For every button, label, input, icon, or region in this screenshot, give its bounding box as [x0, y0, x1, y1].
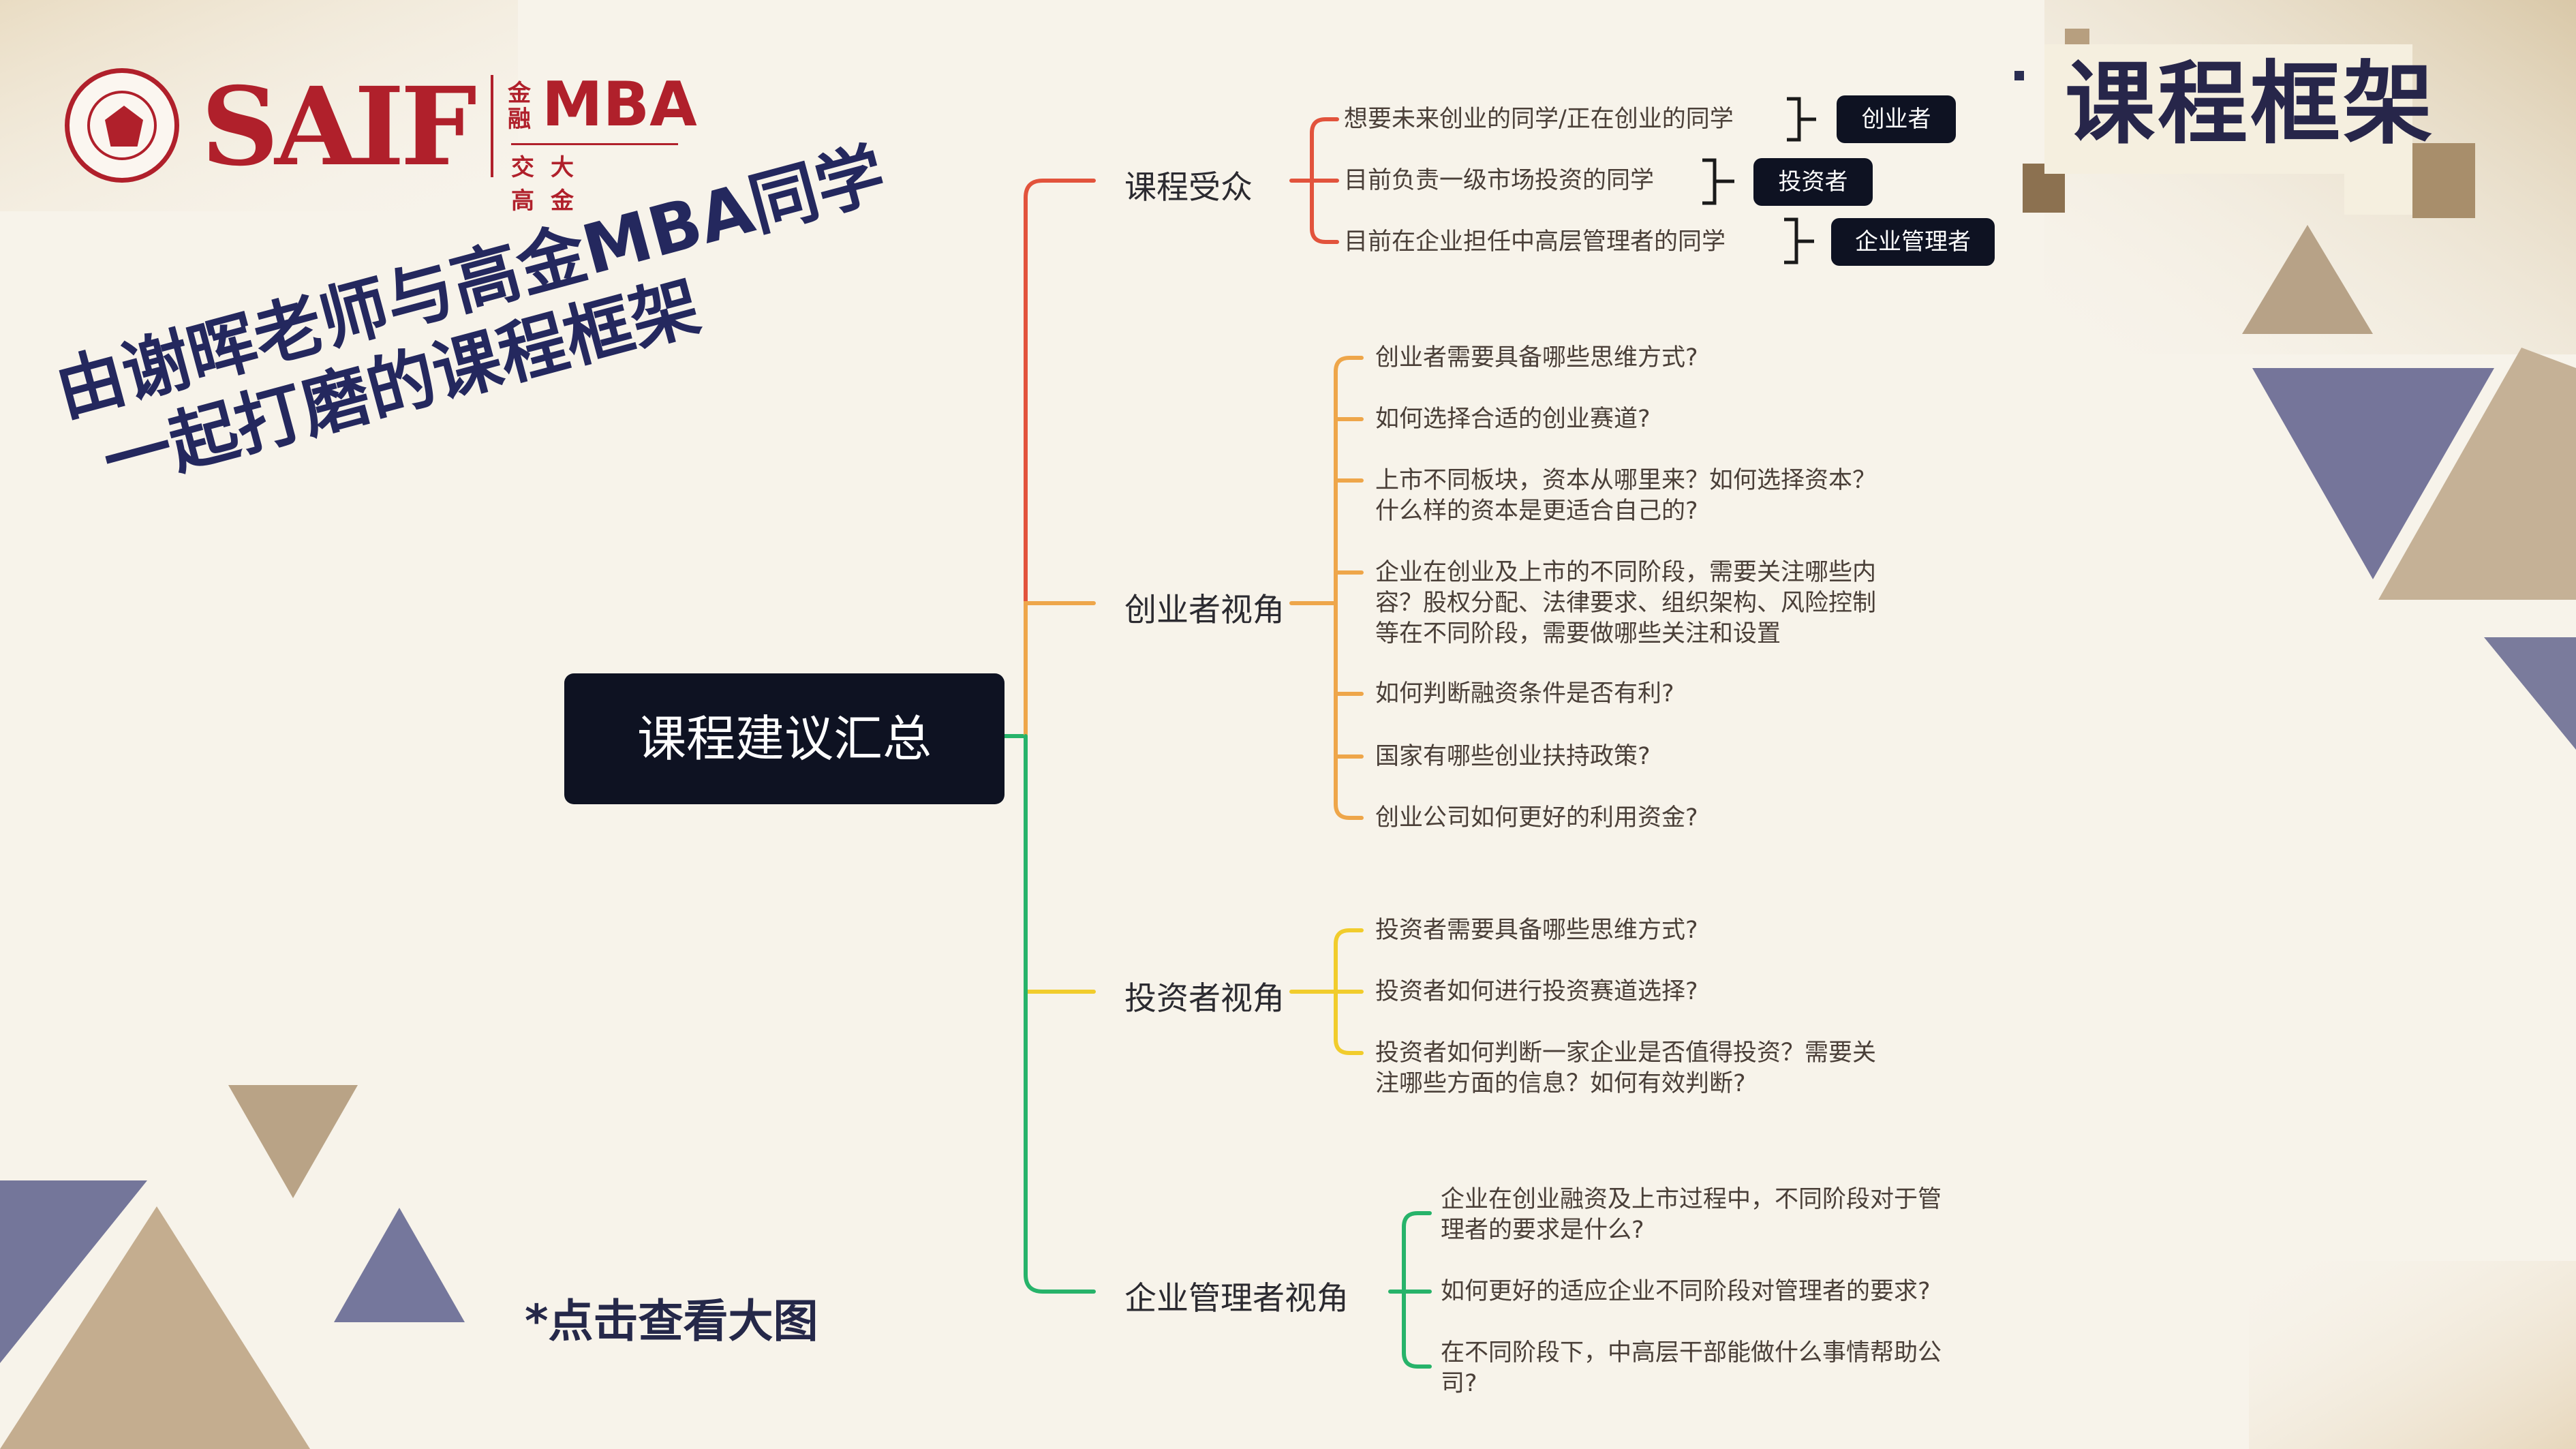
- logo-brand: SAIF: [201, 64, 477, 190]
- logo-program: MBA: [542, 69, 697, 140]
- corner-panel-bottom-right: [2249, 1261, 2576, 1449]
- triangle-tan-up: [2242, 225, 2373, 334]
- branch-audience: 课程受众: [1124, 169, 1253, 207]
- founder-item-cont: 容？股权分配、法律要求、组织架构、风险控制: [1375, 590, 1877, 617]
- branch-founder-view: 创业者视角: [1124, 592, 1285, 629]
- founder-item: 国家有哪些创业扶持政策?: [1375, 743, 1651, 770]
- founder-item: 企业在创业及上市的不同阶段，需要关注哪些内: [1375, 559, 1877, 586]
- tag-braces: [1702, 97, 1816, 264]
- investor-item-cont: 注哪些方面的信息？如何有效判断?: [1375, 1070, 1746, 1097]
- branch-investor-view: 投资者视角: [1124, 980, 1285, 1018]
- university-seal-icon: [65, 68, 179, 183]
- branch-manager-view: 企业管理者视角: [1124, 1280, 1349, 1317]
- logo-divider: [491, 75, 493, 177]
- manager-item: 如何更好的适应企业不同阶段对管理者的要求?: [1441, 1278, 1931, 1305]
- audience-item: 目前在企业担任中高层管理者的同学: [1344, 228, 1726, 256]
- manager-item: 企业在创业融资及上市过程中，不同阶段对于管: [1441, 1186, 1942, 1213]
- founder-item: 如何判断融资条件是否有利?: [1375, 680, 1674, 707]
- manager-item-cont: 司?: [1441, 1370, 1477, 1397]
- title-backdrop: [2044, 44, 2412, 174]
- triangle-tan-up: [0, 1206, 310, 1449]
- accent-square: [2344, 167, 2412, 215]
- logo-program-sub: 交大高金: [511, 154, 590, 215]
- founder-item-cont: 什么样的资本是更适合自己的?: [1375, 498, 1698, 525]
- triangle-slate-down: [2252, 368, 2494, 579]
- triangle-tan-up: [2378, 348, 2576, 600]
- audience-item: 目前负责一级市场投资的同学: [1344, 167, 1655, 194]
- page-title: 课程框架: [2065, 52, 2436, 157]
- logo-program-top: 金融: [508, 80, 531, 133]
- triangle-tan-down: [228, 1085, 358, 1198]
- triangle-slate-up: [334, 1208, 465, 1322]
- accent-square: [2412, 143, 2475, 218]
- logo-rule: [511, 143, 678, 145]
- investor-item: 投资者如何判断一家企业是否值得投资？需要关: [1375, 1039, 1877, 1067]
- founder-item: 如何选择合适的创业赛道?: [1375, 406, 1651, 433]
- investor-item: 投资者需要具备哪些思维方式?: [1375, 917, 1698, 944]
- mindmap-root-label: 课程建议汇总: [637, 710, 932, 767]
- founder-item: 上市不同板块，资本从哪里来？如何选择资本？: [1375, 467, 1877, 494]
- view-large-image-link[interactable]: *点击查看大图: [525, 1295, 818, 1347]
- investor-item: 投资者如何进行投资赛道选择?: [1375, 978, 1698, 1005]
- manager-item-cont: 理者的要求是什么?: [1441, 1217, 1644, 1244]
- accent-square: [2014, 71, 2024, 80]
- manager-item: 在不同阶段下，中高层干部能做什么事情帮助公: [1441, 1339, 1942, 1367]
- triangle-slate-down: [0, 1180, 147, 1363]
- mindmap-connectors: [1002, 117, 1432, 1369]
- tag-investor: 投资者: [1753, 158, 1873, 206]
- founder-item: 创业者需要具备哪些思维方式?: [1375, 344, 1698, 371]
- tag-manager: 企业管理者: [1831, 218, 1995, 266]
- tag-founder: 创业者: [1837, 95, 1956, 143]
- founder-item: 创业公司如何更好的利用资金?: [1375, 804, 1698, 832]
- saif-logo: SAIF 金融 MBA 交大高金: [65, 64, 697, 215]
- founder-item-cont: 等在不同阶段，需要做哪些关注和设置: [1375, 620, 1781, 647]
- audience-item: 想要未来创业的同学/正在创业的同学: [1344, 106, 1734, 133]
- mindmap-root: 课程建议汇总: [564, 673, 1005, 804]
- triangle-slate-down: [2484, 637, 2576, 750]
